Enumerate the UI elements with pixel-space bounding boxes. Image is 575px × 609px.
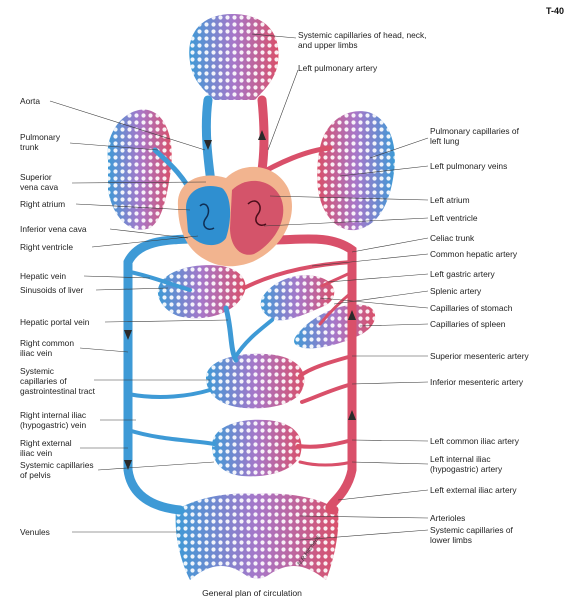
label-left-atrium: Left atrium xyxy=(430,195,470,205)
figure-caption: General plan of circulation xyxy=(202,588,302,598)
label-celiac-trunk: Celiac trunk xyxy=(430,233,475,243)
label-left-pulmonary-artery: Left pulmonary artery xyxy=(298,63,378,73)
label-left-gastric-artery: Left gastric artery xyxy=(430,269,496,279)
label-left-common-iliac-artery: Left common iliac artery xyxy=(430,436,520,446)
label-hepatic-vein: Hepatic vein xyxy=(20,271,66,281)
label-sinusoids-of-liver: Sinusoids of liver xyxy=(20,285,84,295)
hepatic-portal-vein xyxy=(226,308,236,360)
label-left-external-iliac-artery: Left external iliac artery xyxy=(430,485,517,495)
left-common-iliac-artery xyxy=(298,440,352,447)
label-left-ventricle: Left ventricle xyxy=(430,213,478,223)
pelvis-capillaries xyxy=(212,420,302,477)
label-spleen-capillaries: Capillaries of spleen xyxy=(430,319,506,329)
left-internal-iliac-artery xyxy=(300,462,352,465)
figure-tag: T-40 xyxy=(546,6,564,16)
left-lung-capillary-bed xyxy=(317,111,395,230)
label-inferior-vena-cava: Inferior vena cava xyxy=(20,224,87,234)
label-venules: Venules xyxy=(20,527,50,537)
head-capillary-bed xyxy=(189,14,278,100)
label-common-hepatic-artery: Common hepatic artery xyxy=(430,249,518,259)
lower-limb-capillaries xyxy=(176,494,339,580)
label-right-internal-iliac-vein: Right internal iliac(hypogastric) vein xyxy=(20,410,86,430)
label-left-internal-iliac-artery: Left internal iliac(hypogastric) artery xyxy=(430,454,503,474)
label-splenic-artery: Splenic artery xyxy=(430,286,482,296)
label-left-pulmonary-veins: Left pulmonary veins xyxy=(430,161,507,171)
heart xyxy=(178,167,292,266)
label-right-atrium: Right atrium xyxy=(20,199,65,209)
label-hepatic-portal-vein: Hepatic portal vein xyxy=(20,317,90,327)
gi-tract-capillaries xyxy=(206,354,304,409)
right-lung-capillary-bed xyxy=(108,110,172,230)
label-arterioles: Arterioles xyxy=(430,513,465,523)
right-common-iliac-vein xyxy=(128,390,210,397)
label-inferior-mesenteric-artery: Inferior mesenteric artery xyxy=(430,377,524,387)
superior-mesenteric-artery xyxy=(300,356,352,376)
label-head-capillaries: Systemic capillaries of head, neck,and u… xyxy=(298,30,426,50)
label-right-ventricle: Right ventricle xyxy=(20,242,73,252)
label-stomach-capillaries: Capillaries of stomach xyxy=(430,303,513,313)
label-aorta: Aorta xyxy=(20,96,40,106)
label-superior-mesenteric-artery: Superior mesenteric artery xyxy=(430,351,529,361)
inferior-mesenteric-artery xyxy=(302,384,352,402)
right-internal-iliac-vein xyxy=(128,430,214,444)
gastric-vein xyxy=(236,320,272,356)
liver-sinusoids xyxy=(158,265,246,318)
